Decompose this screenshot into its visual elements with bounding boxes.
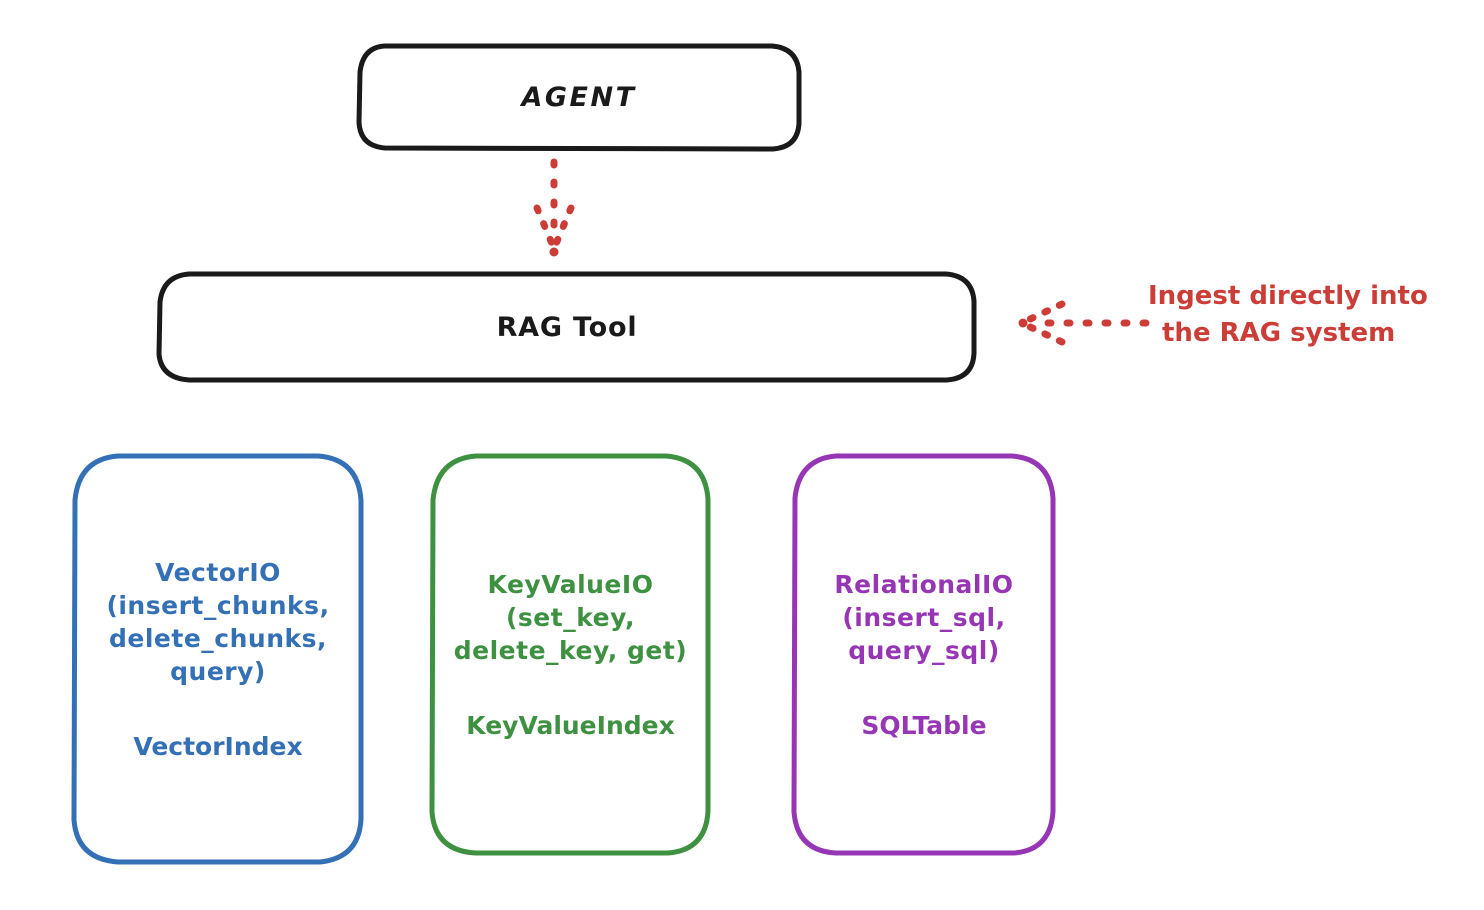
node-key-value-io[interactable]: KeyValueIO (set_key, delete_key, get) Ke… [428,452,713,857]
ingest-annotation-line1: Ingest directly into [1148,281,1428,311]
ingest-to-rag-arrow [1018,300,1150,346]
node-rag-tool[interactable]: RAG Tool [155,270,979,384]
relational-io-label: RelationalIO (insert_sql, query_sql) [834,569,1014,665]
key-value-io-sublabel: KeyValueIndex [466,710,675,740]
node-relational-io[interactable]: RelationalIO (insert_sql, query_sql) SQL… [790,452,1058,857]
agent-label: AGENT [521,82,637,113]
relational-io-sublabel: SQLTable [861,710,987,740]
key-value-io-label: KeyValueIO (set_key, delete_key, get) [453,569,688,665]
agent-to-rag-arrow [533,158,575,257]
ingest-annotation-line2: the RAG system [1162,317,1396,348]
vector-io-sublabel: VectorIndex [133,731,303,761]
ingest-annotation: Ingest directly into the RAG system [1148,278,1478,352]
vector-io-label: VectorIO (insert_chunks, delete_chunks, … [106,557,330,686]
node-vector-io[interactable]: VectorIO (insert_chunks, delete_chunks, … [70,452,366,866]
node-agent[interactable]: AGENT [355,42,803,153]
rag-tool-label: RAG Tool [496,311,638,343]
